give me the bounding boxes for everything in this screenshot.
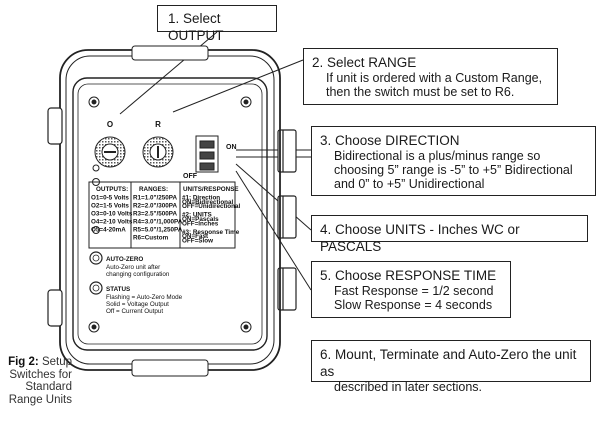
ranges-item: R4=3.0"/1,000PA <box>133 219 183 226</box>
callout-select-range: 2. Select RANGE If unit is ordered with … <box>303 48 558 105</box>
callout-select-range-line: then the switch must be set to R6. <box>326 85 515 99</box>
callout-response-time-title: 5. Choose RESPONSE TIME <box>320 268 497 283</box>
dip-off-label: OFF <box>183 173 198 180</box>
callout-mount-line: described in later sections. <box>334 380 482 394</box>
status-item: Off = Current Output <box>106 308 163 315</box>
units-response-item: ON=Bidirectional <box>182 199 234 206</box>
callout-response-time-line: Slow Response = 4 seconds <box>334 298 493 312</box>
callout-response-time: 5. Choose RESPONSE TIME Fast Response = … <box>311 261 511 318</box>
autozero-button[interactable] <box>89 251 103 265</box>
dip-on-label: ON <box>226 144 237 151</box>
figure-caption-line: Range Units <box>8 393 72 406</box>
callout-choose-direction-line: choosing 5” range is -5” to +5” Bidirect… <box>334 163 573 177</box>
figure-caption: Fig 2: Setup Switches for Standard Range… <box>2 356 72 406</box>
dip-switch[interactable] <box>195 135 219 173</box>
status-led <box>89 281 103 295</box>
autozero-item: changing configuration <box>106 271 170 278</box>
callout-choose-direction-title: 3. Choose DIRECTION <box>320 133 460 148</box>
callout-choose-direction: 3. Choose DIRECTION Bidirectional is a p… <box>311 126 596 196</box>
autozero-title: AUTO-ZERO <box>106 256 143 263</box>
corner-screws <box>88 96 252 333</box>
settings-table <box>88 181 236 249</box>
ranges-header: RANGES: <box>139 186 168 193</box>
rotary-o-label: O <box>107 120 113 129</box>
autozero-item: Auto-Zero unit after <box>106 264 160 271</box>
status-item: Flashing = Auto-Zero Mode <box>106 294 183 301</box>
outputs-header: OUTPUTS: <box>96 186 128 193</box>
callout-mount: 6. Mount, Terminate and Auto-Zero the un… <box>311 340 591 394</box>
conduit-fittings <box>277 129 297 311</box>
units-response-item: #2: UNITS <box>182 212 212 219</box>
figure-caption-first: Setup <box>41 356 72 368</box>
ranges-item: R3=2.5"/500PA <box>133 211 177 218</box>
callout-select-output-title: 1. Select OUTPUT <box>168 11 224 43</box>
outputs-item: O3=0-10 Volts <box>91 211 133 218</box>
enclosure <box>47 45 281 377</box>
units-response-item: #3: Response Time <box>182 229 240 236</box>
outputs-item: O5=4-20mA <box>91 227 126 234</box>
outputs-item: O2=1-5 Volts <box>91 203 129 210</box>
units-response-item: OFF=Slow <box>182 238 213 245</box>
callout-choose-direction-line: Bidirectional is a plus/minus range so <box>334 149 541 163</box>
status-item: Solid = Voltage Output <box>106 301 169 308</box>
ranges-item: R2=2.0"/300PA <box>133 203 177 210</box>
callout-response-time-line: Fast Response = 1/2 second <box>334 284 494 298</box>
callout-mount-title: 6. Mount, Terminate and Auto-Zero the un… <box>320 347 577 379</box>
rotary-r-label: R <box>155 120 161 129</box>
units-response-item: ON=Fast <box>182 233 209 240</box>
callout-select-range-line: If unit is ordered with a Custom Range, <box>326 71 543 85</box>
outputs-item: O4=2-10 Volts <box>91 219 133 226</box>
indicator-ring <box>92 164 100 172</box>
ranges-item: R5=5.0"/1,250PA <box>133 227 183 234</box>
callout-choose-units-title: 4. Choose UNITS - Inches WC or PASCALS <box>320 222 520 254</box>
rotary-switch-output[interactable] <box>94 136 126 168</box>
rotary-switch-range[interactable] <box>142 136 174 168</box>
units-response-item: ON=Pascals <box>182 216 219 223</box>
units-response-item: OFF=Unidirectional <box>182 203 241 210</box>
units-response-header: UNITS/RESPONSE <box>183 186 239 193</box>
callout-select-output: 1. Select OUTPUT <box>157 5 277 43</box>
ranges-item: R6=Custom <box>133 235 169 242</box>
figure-label: Fig 2: <box>8 356 39 368</box>
status-title: STATUS <box>106 286 130 293</box>
units-response-item: OFF=Inches <box>182 220 219 227</box>
callout-choose-units: 4. Choose UNITS - Inches WC or PASCALS <box>311 215 588 254</box>
callout-select-range-title: 2. Select RANGE <box>312 55 417 70</box>
figure-caption-line: Standard <box>25 381 72 393</box>
figure-caption-line: Switches for <box>9 368 72 381</box>
outputs-item: O1=0-5 Volts <box>91 195 129 202</box>
units-response-item: #1: Direction <box>182 195 220 202</box>
callout-choose-direction-line: and 0” to +5” Unidirectional <box>334 177 485 191</box>
ranges-item: R1=1.0"/250PA <box>133 195 177 202</box>
